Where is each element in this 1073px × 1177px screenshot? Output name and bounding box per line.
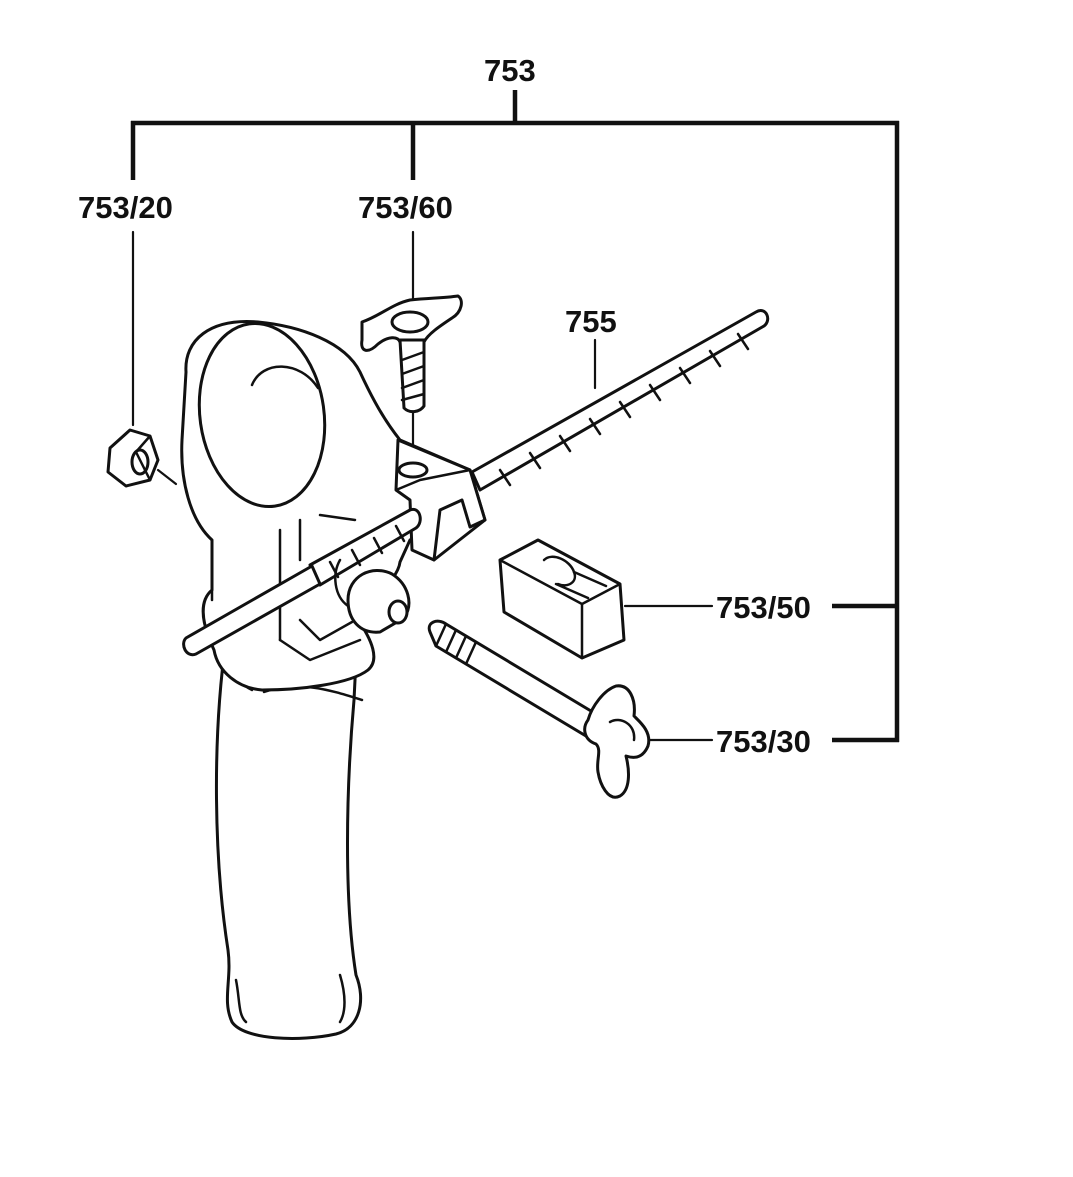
callout-753-30: 753/30	[716, 724, 811, 759]
hex-nut-753-20	[106, 428, 178, 488]
callout-labels: 753 753/20 753/60 755 753/50 753/30	[78, 53, 811, 759]
wing-screw-753-60	[360, 294, 463, 414]
callout-753-50: 753/50	[716, 590, 811, 625]
assembly-bracket	[130, 90, 900, 743]
callout-755: 755	[565, 304, 617, 339]
callout-753-20: 753/20	[78, 190, 173, 225]
clamp-block-753-50	[498, 538, 626, 660]
callout-753-60: 753/60	[358, 190, 453, 225]
t-bolt-753-30	[427, 619, 651, 799]
callout-753: 753	[484, 53, 536, 88]
side-cap	[334, 558, 411, 634]
